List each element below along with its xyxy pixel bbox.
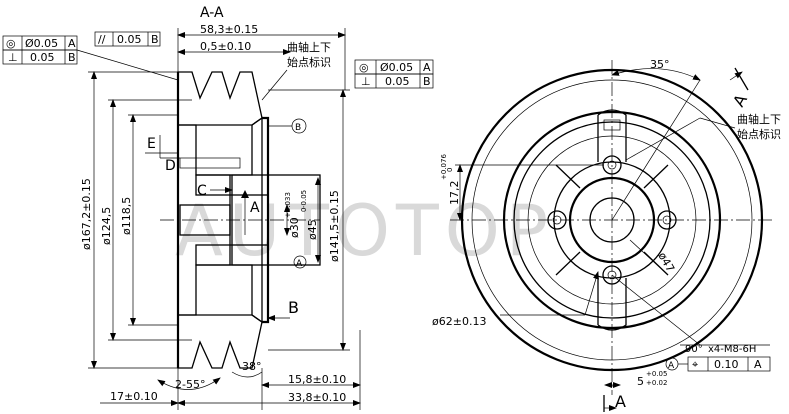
dim-dia-45: ø45 — [306, 219, 319, 240]
dim-dia-118: ø118,5 — [120, 197, 133, 235]
dim-dia-47: ø47 — [655, 250, 677, 274]
fcf-perp-left-symbol: ⊥ — [8, 51, 18, 64]
dim-dia-62: ø62±0.13 — [432, 315, 486, 328]
fcf-concentricity-datum: A — [68, 37, 76, 50]
dim-width-bottom-mid: 15,8±0.10 — [288, 373, 346, 386]
dim-5-tol-low: +0.02 — [646, 379, 667, 387]
section-title: A-A — [200, 5, 224, 21]
dim-dia-124: ø124,5 — [100, 207, 113, 245]
thread-spec: x4-M8-6H — [708, 344, 756, 355]
fcf-perpendicularity-left: ⊥ 0.05 B — [2, 49, 179, 81]
fcf-runout-datum: A — [423, 61, 431, 74]
fcf-concentricity: ◎ Ø0.05 A — [2, 35, 78, 51]
fcf-position-symbol: ⌖ — [692, 358, 698, 371]
section-mark-top: A — [729, 91, 751, 110]
fcf-parallel-symbol: // — [98, 33, 106, 46]
dim-offset-top: 0,5±0.10 — [200, 40, 251, 53]
label-e: E — [147, 136, 156, 152]
fcf-runout-symbol: ◎ — [359, 61, 369, 74]
dim-5-tol-up: +0.05 — [646, 370, 667, 378]
dim-groove-angle-1: 2-55° — [175, 378, 205, 391]
section-note-line2: 始点标识 — [287, 55, 331, 69]
dim-width-bottom-left: 17±0.10 — [110, 390, 158, 403]
section-note-line1: 曲轴上下 — [287, 40, 331, 54]
fcf-concentricity-symbol: ◎ — [6, 37, 16, 50]
datum-a-circle-label: A — [296, 259, 303, 269]
fcf-perp-right-datum: B — [423, 75, 431, 88]
fcf-parallel-datum: B — [151, 33, 159, 46]
fcf-perp-right-symbol: ⊥ — [361, 75, 371, 88]
section-view: A-A 58,3±0.15 0,5±0.10 曲轴上下 始点标识 — [80, 5, 361, 410]
fcf-perp-left-value: 0.05 — [30, 51, 55, 64]
fcf-position-value: 0.10 — [714, 358, 739, 371]
dim-17-2-tol-low: 0 — [446, 168, 454, 172]
bolt-hole-bottom — [602, 265, 622, 285]
dim-dia-outer: ø167,2±0.15 — [80, 178, 93, 250]
keyway-d — [179, 157, 241, 169]
upper-groove-section — [177, 71, 263, 126]
bolt-hole-right — [657, 210, 677, 230]
datum-b-circle-label: B — [295, 123, 301, 133]
thread-angle: 90° — [685, 344, 703, 355]
datum-a-circle-front: A — [668, 361, 675, 371]
hub-boss-front — [568, 176, 656, 264]
bolt-hole-left — [547, 210, 567, 230]
datum-a-circle — [293, 255, 307, 269]
dim-groove-angle-2: 38° — [242, 360, 262, 373]
dim-dia-141: ø141,5±0.15 — [328, 190, 341, 262]
label-d: D — [165, 158, 176, 174]
front-view: 35° A 曲轴上下 始点标识 17,2 +0.076 0 ø47 ø62±0.… — [432, 58, 781, 412]
fcf-runout-value: Ø0.05 — [380, 61, 413, 74]
fcf-parallel-value: 0.05 — [117, 33, 142, 46]
datum-b-label: B — [288, 298, 299, 317]
fcf-runout: ◎ Ø0.05 A — [354, 59, 434, 75]
dim-dia-45-tol: -0.05 — [300, 190, 308, 208]
fcf-parallelism: // 0.05 B — [94, 31, 161, 47]
outline-right — [262, 116, 270, 324]
center-bore-front — [589, 197, 635, 243]
dim-dia-30: ø30 — [288, 217, 301, 238]
fcf-perp-left-datum: B — [68, 51, 76, 64]
fcf-concentricity-value: Ø0.05 — [25, 37, 58, 50]
fcf-perpendicularity-right: ⊥ 0.05 B — [354, 73, 434, 89]
datum-a-label: A — [250, 200, 260, 216]
dim-width-top: 58,3±0.15 — [200, 23, 258, 36]
watermark: AUTOTOP — [175, 190, 554, 272]
section-mark-bottom: A — [615, 392, 626, 411]
bore — [179, 204, 231, 236]
label-c: C — [197, 183, 207, 199]
fcf-position-datum: A — [754, 358, 762, 371]
dim-width-bottom-right: 33,8±0.10 — [288, 391, 346, 404]
dim-angle-35: 35° — [650, 58, 670, 71]
dim-5: 5 — [637, 375, 644, 388]
dim-dia-30-tol-up: +0.033 — [284, 192, 292, 218]
dim-dia-30-tol-low: 0 — [300, 208, 308, 212]
dim-17-2-tol: +0.076 — [440, 154, 448, 180]
front-note-line1: 曲轴上下 — [737, 112, 781, 126]
dim-17-2: 17,2 — [448, 181, 461, 206]
fcf-perp-right-value: 0.05 — [385, 75, 410, 88]
front-note-line2: 始点标识 — [737, 127, 781, 141]
